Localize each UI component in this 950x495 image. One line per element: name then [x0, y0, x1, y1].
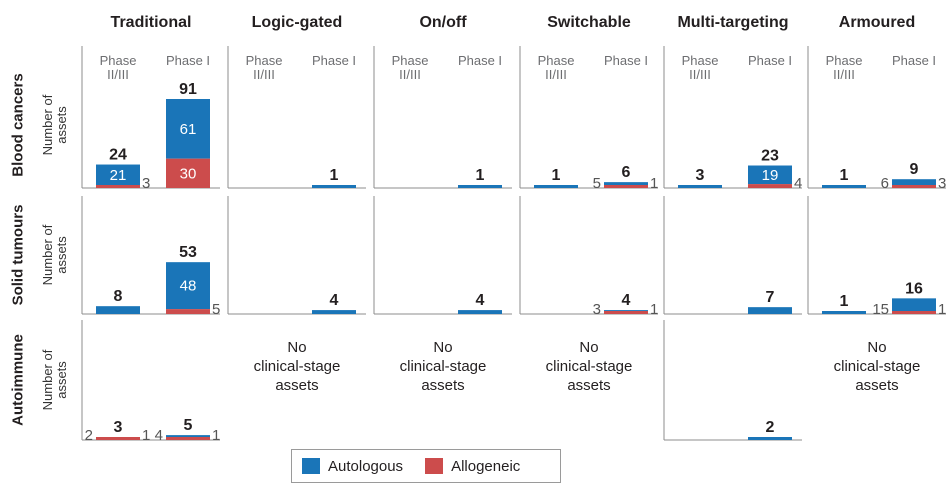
data-label-total: 1 — [330, 167, 339, 184]
data-label-autologous: 61 — [180, 121, 197, 138]
data-label-total: 23 — [761, 148, 779, 165]
bar-allogeneic — [96, 185, 140, 188]
data-label-total: 1 — [840, 167, 849, 184]
data-label-allogeneic: 5 — [212, 301, 220, 318]
bar-autologous — [748, 307, 792, 314]
legend-label-autologous: Autologous — [328, 457, 404, 475]
bar-autologous — [822, 185, 866, 188]
column-header-multi-targeting: Multi-targeting — [677, 14, 789, 31]
bar-autologous — [312, 185, 356, 188]
column-header-logic-gated: Logic-gated — [251, 14, 343, 31]
data-label-total: 5 — [184, 417, 193, 434]
data-label-total: 4 — [476, 292, 485, 309]
data-label-total: 4 — [330, 292, 339, 309]
column-header-traditional: Traditional — [110, 14, 192, 31]
data-label-total: 6 — [622, 164, 631, 181]
column-header-armoured: Armoured — [838, 14, 916, 31]
data-label-autologous: 21 — [110, 167, 127, 184]
column-header-switchable: Switchable — [547, 14, 631, 31]
data-label-allogeneic: 1 — [650, 175, 658, 192]
phase-label-phase-i: Phase I — [747, 53, 793, 68]
data-label-autologous: 48 — [180, 278, 197, 295]
bar-autologous — [534, 185, 578, 188]
bar-allogeneic — [96, 437, 140, 440]
bar-autologous — [822, 311, 866, 314]
data-label-autologous: 19 — [762, 167, 779, 184]
data-label-total: 3 — [114, 419, 123, 436]
data-label-total: 8 — [114, 288, 123, 305]
bar-autologous — [892, 298, 936, 311]
data-label-allogeneic: 1 — [938, 301, 946, 318]
bar-allogeneic — [604, 185, 648, 188]
legend-swatch-allogeneic — [425, 458, 444, 474]
legend-swatch-autologous — [302, 458, 320, 474]
bar-autologous — [458, 310, 502, 314]
bar-autologous — [604, 182, 648, 185]
bar-allogeneic — [748, 184, 792, 188]
data-label-autologous: 6 — [881, 175, 889, 192]
bar-autologous — [312, 310, 356, 314]
data-label-autologous: 5 — [593, 175, 601, 192]
data-label-total: 91 — [179, 81, 197, 98]
bar-autologous — [892, 179, 936, 185]
phase-label-phase-i: Phase I — [457, 53, 503, 68]
bar-autologous — [166, 435, 210, 437]
bar-allogeneic — [166, 158, 210, 188]
data-label-total: 16 — [905, 280, 923, 297]
bar-autologous — [748, 165, 792, 185]
data-label-autologous: 15 — [872, 301, 889, 318]
data-label-allogeneic: 4 — [794, 175, 802, 192]
data-label-autologous: 2 — [85, 427, 93, 444]
bar-autologous — [96, 306, 140, 314]
data-label-autologous: 4 — [155, 427, 163, 444]
data-label-allogeneic: 3 — [938, 175, 946, 192]
column-header-on-off: On/off — [419, 14, 467, 31]
data-label-total: 7 — [766, 289, 775, 306]
bar-allogeneic — [892, 185, 936, 188]
bar-autologous — [166, 262, 210, 310]
data-label-allogeneic: 1 — [212, 427, 220, 444]
data-label-total: 2 — [766, 419, 775, 436]
bar-allogeneic — [604, 311, 648, 314]
bar-autologous — [166, 99, 210, 159]
bar-autologous — [748, 437, 792, 440]
phase-label-phase-i: Phase I — [165, 53, 211, 68]
data-label-total: 4 — [622, 292, 631, 309]
bar-autologous — [604, 310, 648, 311]
data-label-allogeneic: 1 — [650, 301, 658, 318]
data-label-total: 1 — [476, 167, 485, 184]
legend: Autologous Allogeneic — [291, 449, 561, 483]
bar-autologous — [678, 185, 722, 188]
phase-label-phase-i: Phase I — [891, 53, 937, 68]
data-label-total: 1 — [840, 293, 849, 310]
data-label-total: 3 — [696, 167, 705, 184]
bar-allogeneic — [166, 309, 210, 314]
data-label-allogeneic: 1 — [142, 427, 150, 444]
data-label-total: 24 — [109, 147, 127, 164]
bar-allogeneic — [166, 437, 210, 440]
legend-label-allogeneic: Allogeneic — [451, 457, 521, 475]
data-label-total: 53 — [179, 244, 197, 261]
data-label-allogeneic: 30 — [180, 165, 197, 182]
data-label-autologous: 3 — [593, 301, 601, 318]
data-label-allogeneic: 3 — [142, 175, 150, 192]
data-label-total: 9 — [910, 161, 919, 178]
data-label-total: 1 — [552, 167, 561, 184]
bar-autologous — [458, 185, 502, 188]
bar-autologous — [96, 164, 140, 185]
phase-label-phase-i: Phase I — [311, 53, 357, 68]
bar-allogeneic — [892, 311, 936, 314]
phase-label-phase-i: Phase I — [603, 53, 649, 68]
